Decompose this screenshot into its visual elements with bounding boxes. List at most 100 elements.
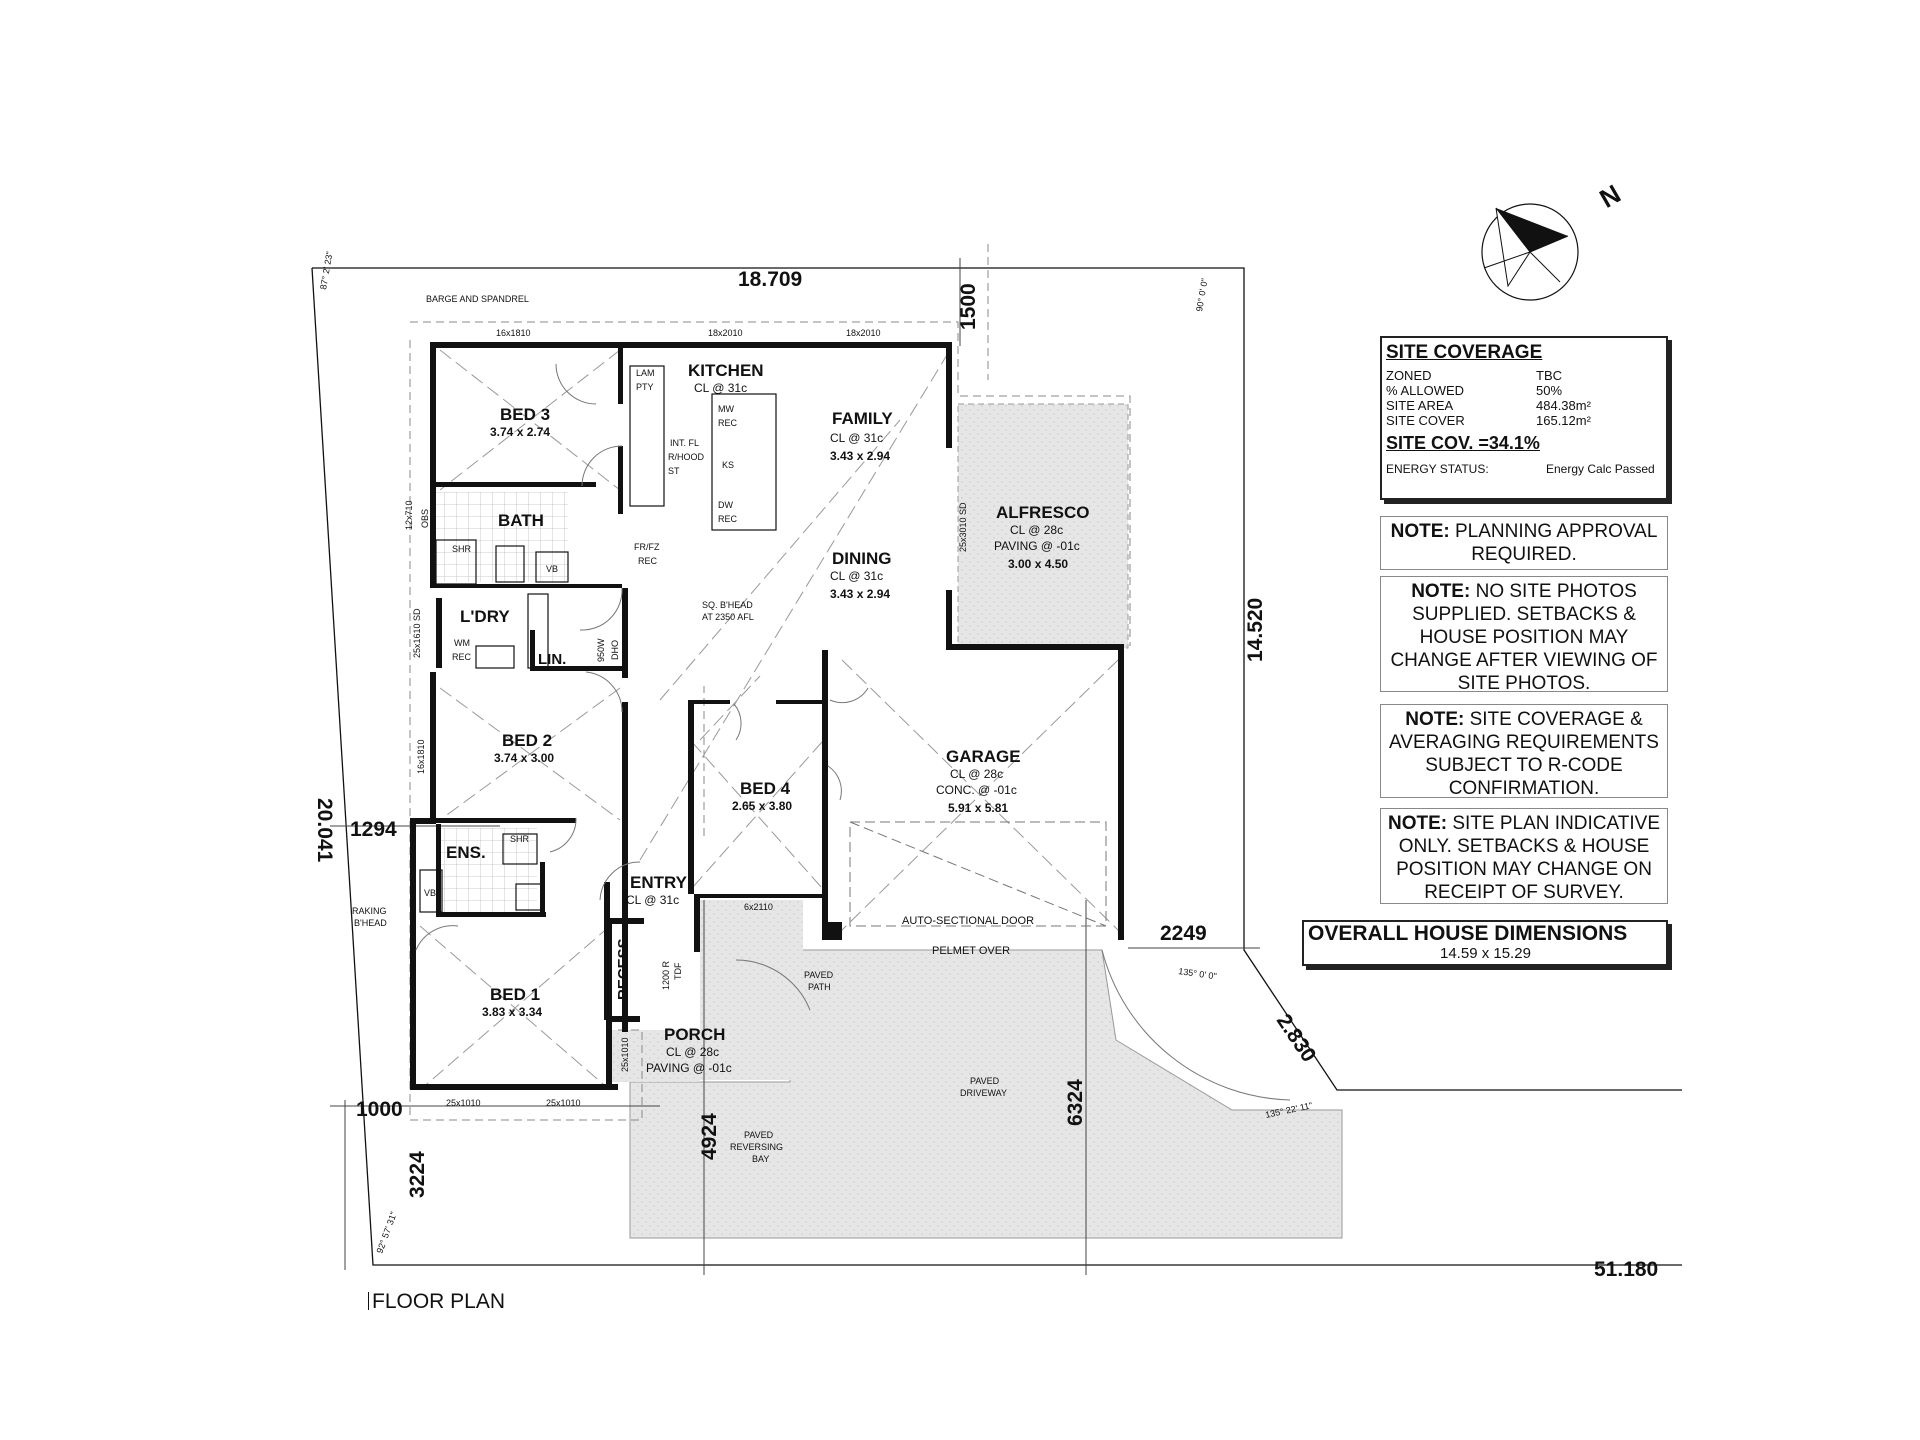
door-swings [415, 363, 1291, 1101]
dim-garage-right: 2249 [1160, 922, 1207, 945]
note-head: NOTE: [1405, 709, 1465, 730]
label-paved-rev2: REVERSING [730, 1142, 783, 1152]
fixture-frfz: FR/FZ [634, 542, 660, 552]
fixture-ens-shr: SHR [510, 834, 530, 844]
dim-left-mid: 1294 [350, 818, 397, 841]
window-alfresco: 25x3010 SD [958, 502, 968, 552]
coverage-result: SITE COV. =34.1% [1386, 433, 1540, 453]
note-text: PLANNING APPROVAL REQUIRED. [1455, 521, 1658, 565]
coverage-row: SITE AREA 484.38m² [1386, 398, 1662, 413]
site-coverage-table: SITE COVERAGE ZONED TBC % ALLOWED 50% SI… [1380, 336, 1668, 500]
angle-bottom-left: 92° 57' 31" [374, 1210, 398, 1254]
window-bath: 12x710 [404, 500, 414, 530]
coverage-label: SITE COVER [1386, 413, 1465, 428]
room-name: DINING [832, 549, 892, 568]
room-size: 3.83 x 3.34 [482, 1005, 542, 1019]
window-ldry: 25x1610 SD [412, 608, 422, 658]
room-cl: CL @ 31c [626, 893, 679, 907]
room-name: ENS. [446, 843, 486, 862]
fixture-st: ST [668, 466, 680, 476]
coverage-value: 50% [1536, 383, 1563, 398]
coverage-value: 484.38m² [1536, 398, 1591, 413]
coverage-label: ZONED [1386, 368, 1432, 383]
label-raking: RAKING [352, 906, 387, 916]
label-door-1200b: TDF [673, 962, 683, 980]
room-size: 3.00 x 4.50 [1008, 557, 1068, 571]
room-bed3: BED 3 3.74 x 2.74 [490, 405, 550, 439]
room-cl: CL @ 31c [830, 569, 883, 583]
note-planning: NOTE: PLANNING APPROVAL REQUIRED. [1380, 516, 1668, 570]
label-paved-rev3: BAY [752, 1154, 769, 1164]
fixture-pty: PTY [636, 382, 654, 392]
fixture-vb: VB [546, 564, 558, 574]
room-name: BED 2 [502, 731, 552, 750]
window-family: 18x2010 [846, 328, 881, 338]
room-cl: CL @ 28c [1010, 523, 1063, 537]
window-porch: 25x1010 [620, 1037, 630, 1072]
room-name: KITCHEN [688, 361, 764, 380]
fixture-wm-rec: REC [452, 652, 472, 662]
room-alfresco: ALFRESCO CL @ 28c PAVING @ -01c 3.00 x 4… [994, 503, 1090, 571]
fixture-dw-rec: REC [718, 514, 738, 524]
dimension-lines [330, 258, 1260, 1275]
room-name: BED 3 [500, 405, 550, 424]
room-name: GARAGE [946, 747, 1021, 766]
dim-left-low: 1000 [356, 1098, 403, 1121]
fixture-rhood: R/HOOD [668, 452, 705, 462]
walls [410, 342, 1124, 1090]
room-bed2: BED 2 3.74 x 3.00 [494, 731, 554, 765]
room-kitchen: KITCHEN CL @ 31c [688, 361, 764, 395]
room-cl: CL @ 31c [830, 431, 883, 445]
angle-top-right: 90° 0' 0" [1194, 278, 1210, 313]
plan-title: FLOOR PLAN [368, 1290, 505, 1314]
floor-diagonals [419, 349, 1119, 1091]
dim-right-short: 2.830 [1272, 1010, 1320, 1066]
overall-value: 14.59 x 15.29 [1440, 945, 1531, 962]
energy-row: ENERGY STATUS: Energy Calc Passed [1386, 462, 1662, 477]
room-ldry: L'DRY [460, 607, 510, 626]
label-pelmet: PELMET OVER [932, 945, 1010, 957]
room-conc: CONC. @ -01c [936, 783, 1017, 797]
room-bed4: BED 4 2.65 x 3.80 [732, 779, 792, 813]
room-name: L'DRY [460, 607, 510, 626]
paved-areas [608, 403, 1343, 1239]
room-ens: ENS. [446, 843, 486, 862]
fixture-ens-vb: VB [424, 888, 436, 898]
window-bed3: 16x1810 [496, 328, 531, 338]
room-bath: BATH [498, 511, 544, 530]
coverage-value: 165.12m² [1536, 413, 1591, 428]
room-size: 3.74 x 2.74 [490, 425, 550, 439]
label-lin: LIN. [538, 651, 566, 668]
dim-left: 20.041 [313, 798, 336, 863]
dim-top: 18.709 [738, 268, 802, 291]
note-r-code: NOTE: SITE COVERAGE & AVERAGING REQUIREM… [1380, 704, 1668, 799]
note-text: NO SITE PHOTOS SUPPLIED. SETBACKS & HOUS… [1390, 581, 1658, 694]
label-auto-door: AUTO-SECTIONAL DOOR [902, 915, 1034, 927]
note-head: NOTE: [1411, 581, 1471, 602]
dim-top-right: 1500 [957, 283, 980, 330]
angle-top-left: 87° 2' 23" [318, 251, 335, 291]
fixture-dw: DW [718, 500, 733, 510]
coverage-value: TBC [1536, 368, 1562, 383]
note-survey: NOTE: SITE PLAN INDICATIVE ONLY. SETBACK… [1380, 808, 1668, 904]
dim-right: 14.520 [1244, 598, 1267, 662]
label-recess: RECESS [615, 938, 632, 1000]
window-bed1a: 25x1010 [446, 1098, 481, 1108]
fixture-lam: LAM [636, 368, 655, 378]
window-entry: 6x2110 [744, 902, 773, 912]
note-text: SITE PLAN INDICATIVE ONLY. SETBACKS & HO… [1396, 813, 1661, 903]
room-paving: PAVING @ -01c [646, 1061, 732, 1075]
dim-bottom-right: 51.180 [1594, 1258, 1658, 1281]
note-text: SITE COVERAGE & AVERAGING REQUIREMENTS S… [1389, 709, 1659, 799]
room-size: 3.74 x 3.00 [494, 751, 554, 765]
room-size: 5.91 x 5.81 [948, 801, 1008, 815]
room-cl: CL @ 31c [694, 381, 747, 395]
label-sq-bhead: SQ. B'HEAD [702, 600, 753, 610]
window-bed2: 16x1810 [416, 739, 426, 774]
dim-left-bottom: 3224 [406, 1151, 429, 1198]
angle-right-mid: 135° 0' 0" [1178, 966, 1218, 981]
room-size: 3.43 x 2.94 [830, 587, 890, 601]
room-bed1: BED 1 3.83 x 3.34 [482, 985, 542, 1019]
room-name: PORCH [664, 1025, 725, 1044]
room-dining: DINING CL @ 31c 3.43 x 2.94 [830, 549, 892, 601]
